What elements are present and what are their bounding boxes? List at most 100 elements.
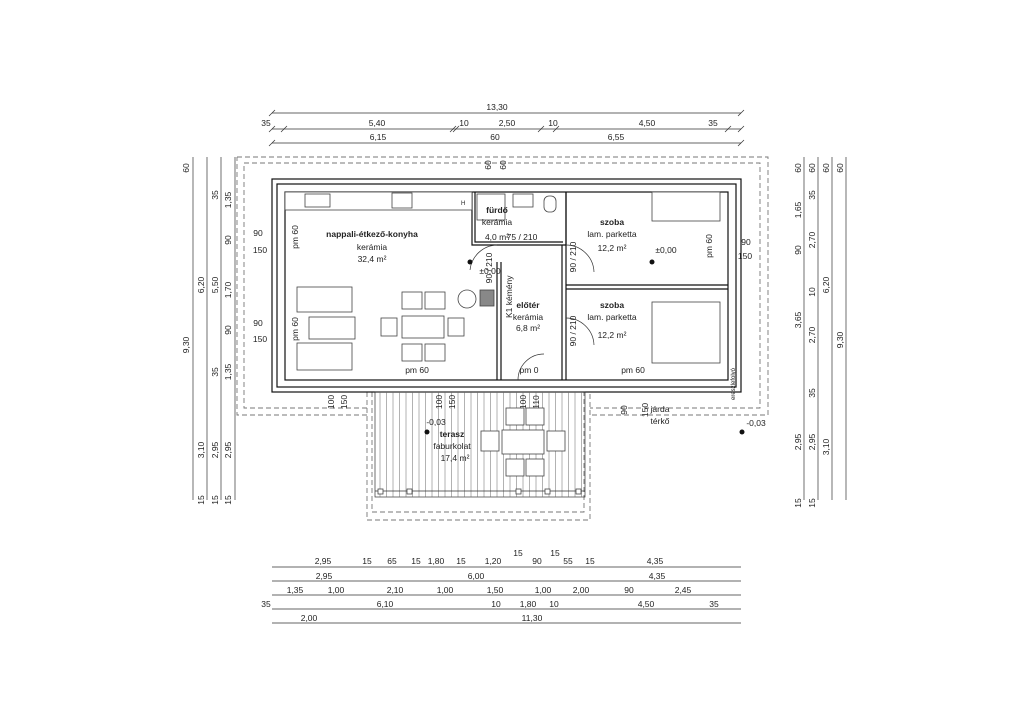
round-table [457,289,477,309]
dimension-line [737,139,745,147]
opening-size-label: 90 [253,228,263,238]
opening-size-label: 90 [253,318,263,328]
dimension-label: 55 [563,556,573,566]
terrace-post [515,488,522,495]
dimension-line [724,125,732,133]
dimension-label: 10 [459,118,469,128]
dimension-label: 1,00 [535,585,552,595]
chair [424,291,446,310]
door-swing [565,317,595,346]
room-name: szoba [600,217,624,227]
room-name: fürdő [486,205,508,215]
door-swing [469,244,498,271]
terrace-post [544,488,551,495]
sill-height-label: pm 60 [621,365,645,375]
opening-size-label: 60 [498,160,508,170]
coffee-table [308,316,356,340]
dimension-label: 6,20 [196,276,206,293]
dimension-lines [192,109,847,624]
room-area: 6,8 m² [516,323,540,333]
sink [304,193,331,208]
dimension-label: 2,50 [499,118,516,128]
opening-size-label: 60 [483,160,493,170]
dimension-label: 3,10 [821,438,831,455]
level-marker-icon [739,429,745,435]
room-name: terasz [440,429,465,439]
room-name: előtér [516,300,540,310]
door-swing [565,244,595,273]
dimension-label: 10 [549,599,559,609]
room-area: 4,0 m² [485,232,509,242]
dimension-label: 2,95 [316,571,333,581]
dimension-label: 60 [821,163,831,173]
chair [401,291,423,310]
plan-labels: nappali-étkező-konyha kerámia 32,4 m² fü… [181,102,845,623]
dimension-label: 2,95 [315,556,332,566]
dimension-label: 15 [793,498,803,508]
dimension-label: 90 [223,325,233,335]
opening-size-label: 150 [640,403,650,417]
dimension-label: 35 [261,118,271,128]
shower [476,193,506,221]
dimension-label: 1,20 [485,556,502,566]
terrace-deck [374,391,586,498]
room-floor: kerámia [513,312,544,322]
level-marker-icon [424,429,430,435]
eave-outline [236,156,769,416]
opening-size-label: 90 [741,237,751,247]
room-floor: kerámia [357,242,388,252]
dimension-line [452,125,460,133]
dimension-label: 15 [411,556,421,566]
toilet [543,195,557,213]
plan-geometry [192,109,847,624]
room-area: 12,2 m² [598,243,627,253]
dimension-line [268,139,276,147]
dimension-label: 35 [261,599,271,609]
level-label: -0,03 [746,418,766,428]
opening-size-label: 150 [339,395,349,409]
room-area: 32,4 m² [358,254,387,264]
gutter-label: ereszlefolyó [731,367,737,400]
room-floor: faburkolat [433,441,471,451]
dimension-label: 4,35 [649,571,666,581]
dimension-label: 1,70 [223,281,233,298]
dimension-label: 1,35 [287,585,304,595]
sill-height-label: pm 60 [290,317,300,341]
chair [447,317,465,337]
dimension-label: 4,50 [639,118,656,128]
dimension-label: 9,30 [835,331,845,348]
cooktop [391,192,413,209]
dimension-label: 90 [223,235,233,245]
dimension-label: 15 [550,548,560,558]
hood-label: H [461,201,465,207]
dimension-label: 11,30 [522,613,543,623]
dimension-label: 2,95 [793,433,803,450]
dimension-label: 1,80 [520,599,537,609]
dimension-label: 2,70 [807,326,817,343]
dimension-line [737,109,745,117]
dimension-label: 2,45 [675,585,692,595]
dimension-label: 60 [793,163,803,173]
room-name: nappali-étkező-konyha [326,229,418,239]
dimension-label: 1,00 [437,585,454,595]
opening-size-label: 150 [447,395,457,409]
dimension-line [268,125,276,133]
dimension-label: 65 [387,556,397,566]
dimension-line [552,125,560,133]
dimension-label: 35 [210,190,220,200]
walkway-material: térkő [651,416,670,426]
level-marker-icon [467,259,473,265]
chair [401,343,423,362]
terrace-decking [375,392,585,497]
dimension-label: 6,15 [370,132,387,142]
dimension-label: 1,35 [223,191,233,208]
chimney-label: K1 kémény [504,275,514,318]
dimension-label: 15 [196,495,206,505]
dimension-label: 35 [807,388,817,398]
room-floor: lam. parketta [587,229,636,239]
terrace-eave-outline [366,392,591,521]
room-floor: kerámia [482,217,513,227]
dimension-label: 3,10 [196,441,206,458]
dimension-line [537,125,545,133]
sofa [296,342,353,371]
